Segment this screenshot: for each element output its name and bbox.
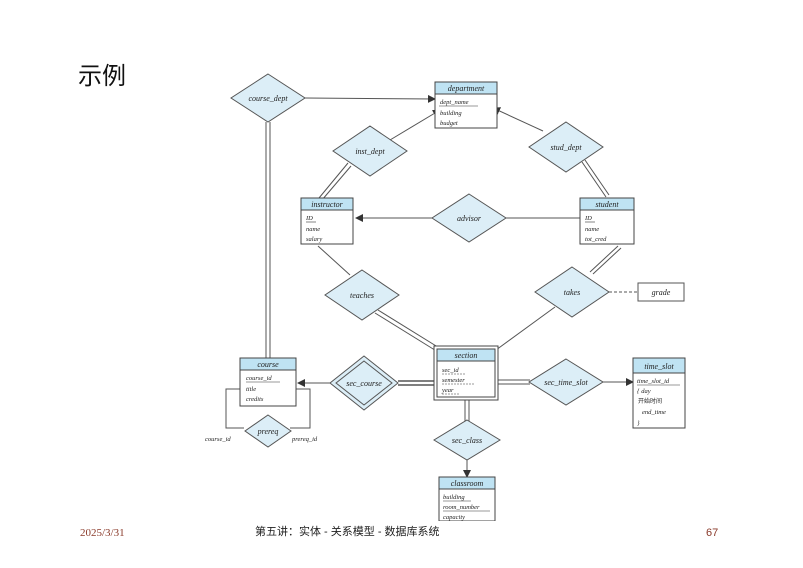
entity-name: time_slot [644,362,674,371]
attr: title [246,386,256,393]
attr: 开始时间 [638,397,662,405]
attr: budget [440,120,458,127]
line-student-takes-a [589,245,619,273]
svg-text:sec_course: sec_course [346,379,382,388]
svg-text:takes: takes [564,288,580,297]
line-studdept-student-a [581,161,607,198]
attr-key: ID [584,215,592,222]
entity-section: section sec_id semester year [433,345,499,401]
line-instdept-instructor-a [318,162,349,199]
relationship-prereq: prereq [244,414,292,448]
connectors [225,94,638,478]
line-takes-section [495,306,556,351]
attr: tot_cred [585,236,607,243]
attr-key: time_slot_id [637,378,670,385]
footer-date: 2025/3/31 [80,527,125,539]
line-course-prereq-right [290,388,311,429]
line-coursedept-department [304,94,436,103]
attr: name [306,226,320,233]
svg-text:stud_dept: stud_dept [550,143,582,152]
attr-key: ID [305,215,313,222]
attr-key: course_id [246,375,272,382]
page-number: 67 [706,527,719,539]
svg-text:grade: grade [652,288,671,297]
entity-department: department dept_name building budget [434,81,498,129]
line-studdept-department [492,107,544,132]
line-instdept-instructor-b [321,165,352,201]
footer-lecture: 第五讲：实体 - 关系模型 - 数据库系统 [255,526,440,538]
svg-text:sec_class: sec_class [452,436,482,445]
relationship-sec-class: sec_class [433,419,501,461]
role-label-course-id: course_id [205,436,231,443]
relationship-sec-time-slot: sec_time_slot [528,358,604,406]
attr: credits [246,396,264,403]
line-teaches-section-a [377,309,442,350]
relationship-takes: takes [534,266,610,318]
attr: building [440,110,462,117]
entity-classroom: classroom building room_number capacity [438,476,496,522]
attribute-grade: grade [637,282,685,302]
relationship-stud-dept: stud_dept [528,121,604,173]
svg-text:sec_time_slot: sec_time_slot [544,378,588,387]
svg-text:prereq: prereq [257,427,279,436]
attr-partial-key: sec_id [442,367,459,374]
line-teaches-section-b [374,312,439,353]
entity-name: section [455,351,478,360]
relationship-teaches: teaches [324,269,400,321]
line-instdept-department [389,109,441,141]
slide-title: 示例 [78,63,126,90]
relationship-sec-course: sec_course [329,355,399,411]
attr: capacity [443,514,465,521]
attr-partial-key: year [441,387,454,394]
line-course-prereq-left [225,388,244,429]
svg-text:teaches: teaches [350,291,374,300]
entity-name: classroom [451,479,484,488]
svg-text:inst_dept: inst_dept [355,147,385,156]
attr: end_time [642,409,666,416]
attr: name [585,226,599,233]
attr: salary [306,236,322,243]
entity-time-slot: time_slot time_slot_id { day 开始时间 end_ti… [632,357,686,429]
line-studdept-student-b [584,159,610,196]
attr-key: dept_name [440,99,469,106]
relationship-inst-dept: inst_dept [332,125,408,177]
line-instructor-teaches [317,245,351,276]
entity-name: instructor [311,200,343,209]
attr-key: room_number [443,504,480,511]
svg-text:advisor: advisor [457,214,482,223]
role-label-prereq-id: prereq_id [291,436,318,443]
line-student-takes-b [592,247,622,275]
relationship-advisor: advisor [431,193,507,243]
entity-name: course [257,360,279,369]
entity-name: department [448,84,485,93]
attr-partial-key: semester [442,377,465,384]
entity-instructor: instructor ID name salary [300,197,354,245]
entity-name: student [595,200,619,209]
relationship-course-dept: course_dept [230,73,306,123]
entity-course: course course_id title credits [239,357,297,407]
attr-key: building [443,494,465,501]
entity-student: student ID name tot_cred [579,197,635,245]
svg-text:course_dept: course_dept [248,94,288,103]
attr: { day [637,388,651,395]
attr: } [637,420,640,427]
